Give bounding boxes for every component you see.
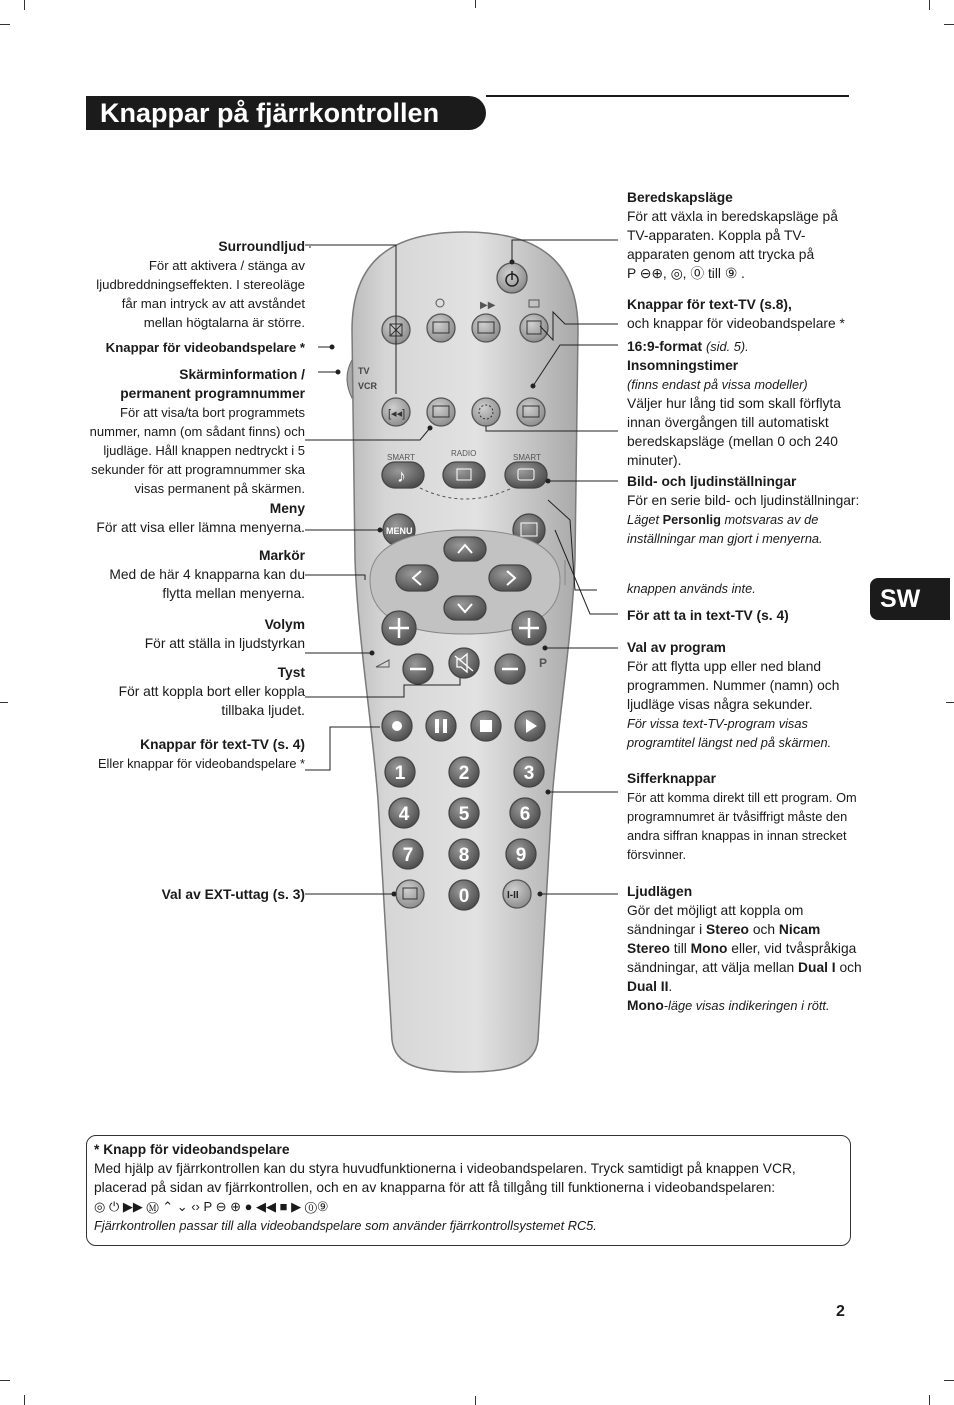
digit-key-8 xyxy=(448,838,480,870)
digit-key-label: 9 xyxy=(516,845,527,866)
page-number: 2 xyxy=(836,1303,845,1320)
mute-block: Tyst För att koppla bort eller koppla ti… xyxy=(80,663,305,720)
menu-title: Meny xyxy=(269,501,305,516)
digit-key-1 xyxy=(384,756,416,788)
digit-key-label: 1 xyxy=(395,763,406,784)
sound-mode-title: Ljudlägen xyxy=(627,884,693,899)
teletext-right-block: Knappar för text-TV (s.8), och knappar f… xyxy=(627,295,867,333)
program-text: För att flytta upp eller ned bland progr… xyxy=(627,659,840,712)
digits-text: För att komma direkt till ett program. O… xyxy=(627,790,857,862)
language-tab: SW xyxy=(870,578,950,620)
format-sleep-block: 16:9-format (sid. 5). Insomningstimer (f… xyxy=(627,337,862,470)
mute-title: Tyst xyxy=(277,665,305,680)
surround-block: Surroundljud För att aktivera / stänga a… xyxy=(80,237,305,332)
program-block: Val av program För att flytta upp eller … xyxy=(627,638,862,752)
screen-info-title-2: permanent programnummer xyxy=(120,386,305,401)
vcr-keys-label: Knappar för videobandspelare * xyxy=(105,340,305,355)
digit-key-label: 0 xyxy=(459,886,470,907)
vcr-note-text: Med hjälp av fjärrkontrollen kan du styr… xyxy=(94,1161,796,1195)
standby-button-icon: ◎, xyxy=(670,266,687,281)
digit-key-label: 3 xyxy=(524,763,535,784)
mute-text: För att koppla bort eller koppla tillbak… xyxy=(118,684,305,718)
digits-title: Sifferknappar xyxy=(627,771,716,786)
standby-title: Beredskapsläge xyxy=(627,190,733,205)
format-title: 16:9-format xyxy=(627,339,703,354)
digit-key-label: 4 xyxy=(399,804,410,825)
digit-key-9 xyxy=(505,838,537,870)
digit-key-label: 5 xyxy=(459,804,470,825)
program-title: Val av program xyxy=(627,640,726,655)
program-note: För vissa text-TV-program visas programt… xyxy=(627,716,832,750)
svg-text:♪: ♪ xyxy=(397,466,406,486)
remote-control-illustration: ▶▶ [◂◂] TV VCR SMART RADIO SMART ♪ MENU xyxy=(305,231,618,1073)
teletext-on-label: För att ta in text-TV (s. 4) xyxy=(627,608,789,623)
teletext-left-text: Eller knappar för videobandspelare * xyxy=(97,756,305,771)
digit-key-4 xyxy=(388,797,420,829)
vcr-note-footer: Fjärrkontrollen passar till alla videoba… xyxy=(94,1218,597,1233)
digit-key-6 xyxy=(509,797,541,829)
sleep-text: Väljer hur lång tid som skall förflyta i… xyxy=(627,396,841,468)
menu-text: För att visa eller lämna menyerna. xyxy=(96,520,305,535)
sound-mode-block: Ljudlägen Gör det möjligt att koppla om … xyxy=(627,884,862,1013)
teletext-right-text: och knappar för videobandspelare * xyxy=(627,316,845,331)
svg-text:SMART: SMART xyxy=(513,453,541,462)
svg-text:I-II: I-II xyxy=(507,890,519,901)
svg-text:SMART: SMART xyxy=(387,453,415,462)
standby-block: Beredskapsläge För att växla in beredska… xyxy=(627,188,862,283)
digit-key-label: 6 xyxy=(520,804,531,825)
picsound-title: Bild- och ljudinställningar xyxy=(627,474,797,489)
digit-key-5 xyxy=(448,797,480,829)
screen-info-text: För att visa/ta bort programmets nummer,… xyxy=(89,405,305,496)
digit-key-label: 8 xyxy=(459,845,470,866)
surround-text: För att aktivera / stänga av ljudbreddni… xyxy=(96,258,305,330)
digit-key-7 xyxy=(392,838,424,870)
svg-text:▶▶: ▶▶ xyxy=(480,300,496,311)
digit-key-label: 2 xyxy=(459,763,470,784)
picsound-block: Bild- och ljudinställningar För en serie… xyxy=(627,472,862,548)
vcr-note-content: * Knapp för videobandspelare Med hjälp a… xyxy=(94,1140,844,1235)
sleep-title: Insomningstimer xyxy=(627,358,739,373)
surround-title: Surroundljud xyxy=(218,239,305,254)
volume-text: För att ställa in ljudstyrkan xyxy=(144,636,305,651)
cursor-text: Med de här 4 knapparna kan du flytta mel… xyxy=(109,567,305,601)
menu-block: Meny För att visa eller lämna menyerna. xyxy=(80,499,305,537)
picsound-text: För en serie bild- och ljudinställningar… xyxy=(627,493,860,508)
unused-note: knappen används inte. xyxy=(627,581,756,596)
cursor-title: Markör xyxy=(258,548,305,563)
title-bar xyxy=(86,96,486,130)
cursor-block: Markör Med de här 4 knapparna kan du fly… xyxy=(80,546,305,603)
digit-nine-icon: ⑨ . xyxy=(724,266,745,281)
minus-plus-icon: ⊖⊕, xyxy=(639,266,667,281)
digits-block: Sifferknappar För att komma direkt till … xyxy=(627,769,862,864)
svg-text:MENU: MENU xyxy=(386,526,413,536)
svg-text:RADIO: RADIO xyxy=(451,449,476,458)
format-ref: (sid. 5). xyxy=(705,339,749,354)
digit-key-label: 7 xyxy=(403,845,414,866)
title-rule xyxy=(486,95,849,97)
volume-block: Volym För att ställa in ljudstyrkan xyxy=(80,615,305,653)
vcr-note-box xyxy=(86,1135,851,1246)
page-title: Knappar på fjärrkontrollen xyxy=(100,98,440,128)
digit-key-3 xyxy=(513,756,545,788)
svg-text:VCR: VCR xyxy=(358,381,378,391)
vcr-note-keys: ◎ ⏻ ▶▶ Ⓜ ⌃ ⌄ ‹› P ⊖ ⊕ ● ◀◀ ■ ▶ ⓪⑨ xyxy=(94,1199,329,1214)
vcr-note-title: * Knapp för videobandspelare xyxy=(94,1142,290,1157)
digit-key-0 xyxy=(448,879,480,911)
standby-text: För att växla in beredskapsläge på TV-ap… xyxy=(627,209,838,262)
volume-title: Volym xyxy=(264,617,305,632)
digit-key-2 xyxy=(448,756,480,788)
teletext-right-title: Knappar för text-TV (s.8), xyxy=(627,297,792,312)
screen-info-title-1: Skärminformation / xyxy=(179,367,305,382)
svg-text:P: P xyxy=(539,656,547,670)
svg-text:TV: TV xyxy=(358,366,370,376)
standby-keys: P ⊖⊕, ◎, ⓪ till ⑨ . xyxy=(627,266,745,281)
ext-title: Val av EXT-uttag (s. 3) xyxy=(161,887,305,902)
screen-info-block: Skärminformation / permanent programnumm… xyxy=(80,365,305,498)
svg-text:[◂◂]: [◂◂] xyxy=(388,408,405,420)
teletext-left-block: Knappar för text-TV (s. 4) Eller knappar… xyxy=(80,735,305,773)
sleep-note: (finns endast på vissa modeller) xyxy=(627,377,808,392)
digit-zero-icon: ⓪ xyxy=(690,266,705,281)
teletext-left-title: Knappar för text-TV (s. 4) xyxy=(140,737,305,752)
